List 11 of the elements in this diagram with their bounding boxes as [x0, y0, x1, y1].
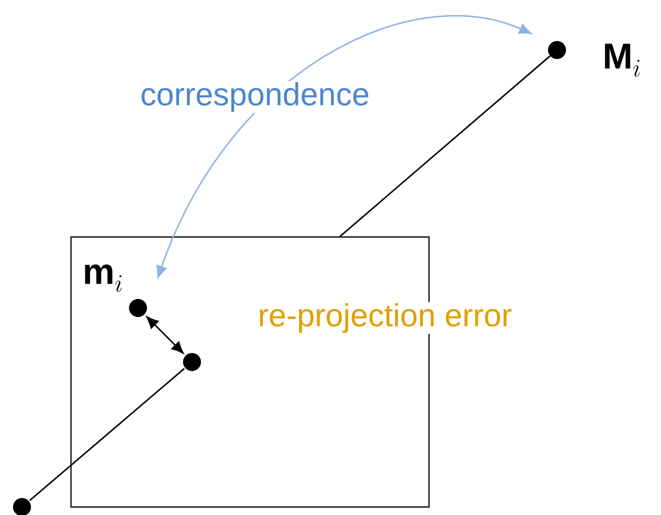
double-arrow	[146, 316, 184, 354]
edge-label: correspondence	[139, 81, 371, 113]
ray-line	[29, 368, 185, 501]
ray-line	[340, 55, 551, 237]
point-label: $\mathbf{M}_i$	[605, 44, 640, 76]
point-dot	[183, 353, 201, 371]
edge-label: re-projection error	[256, 302, 514, 334]
point-dot	[548, 41, 566, 59]
curved-arrow	[156, 15, 532, 278]
point-dot	[129, 299, 147, 317]
point-label: $\mathbf{m}_i$	[84, 264, 122, 292]
